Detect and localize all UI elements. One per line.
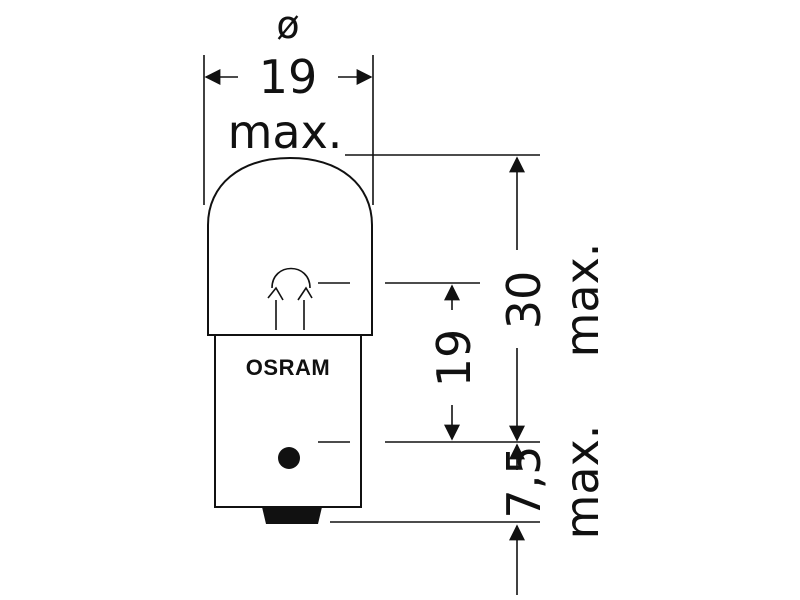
brand-label: OSRAM	[246, 355, 330, 380]
filament	[267, 267, 313, 330]
diameter-value: 19	[259, 50, 318, 104]
diameter-note: max.	[228, 105, 343, 159]
length-note: max.	[555, 243, 609, 358]
pin-height-value: 7,5	[497, 445, 551, 518]
bulb-contact	[262, 507, 322, 524]
bayonet-pin-dot	[278, 447, 300, 469]
length-value: 30	[497, 271, 551, 330]
pin-height-note: max.	[555, 425, 609, 540]
bulb-glass-outline	[207, 156, 373, 336]
diameter-symbol: ø	[276, 3, 299, 47]
filament-height-value: 19	[427, 329, 481, 388]
